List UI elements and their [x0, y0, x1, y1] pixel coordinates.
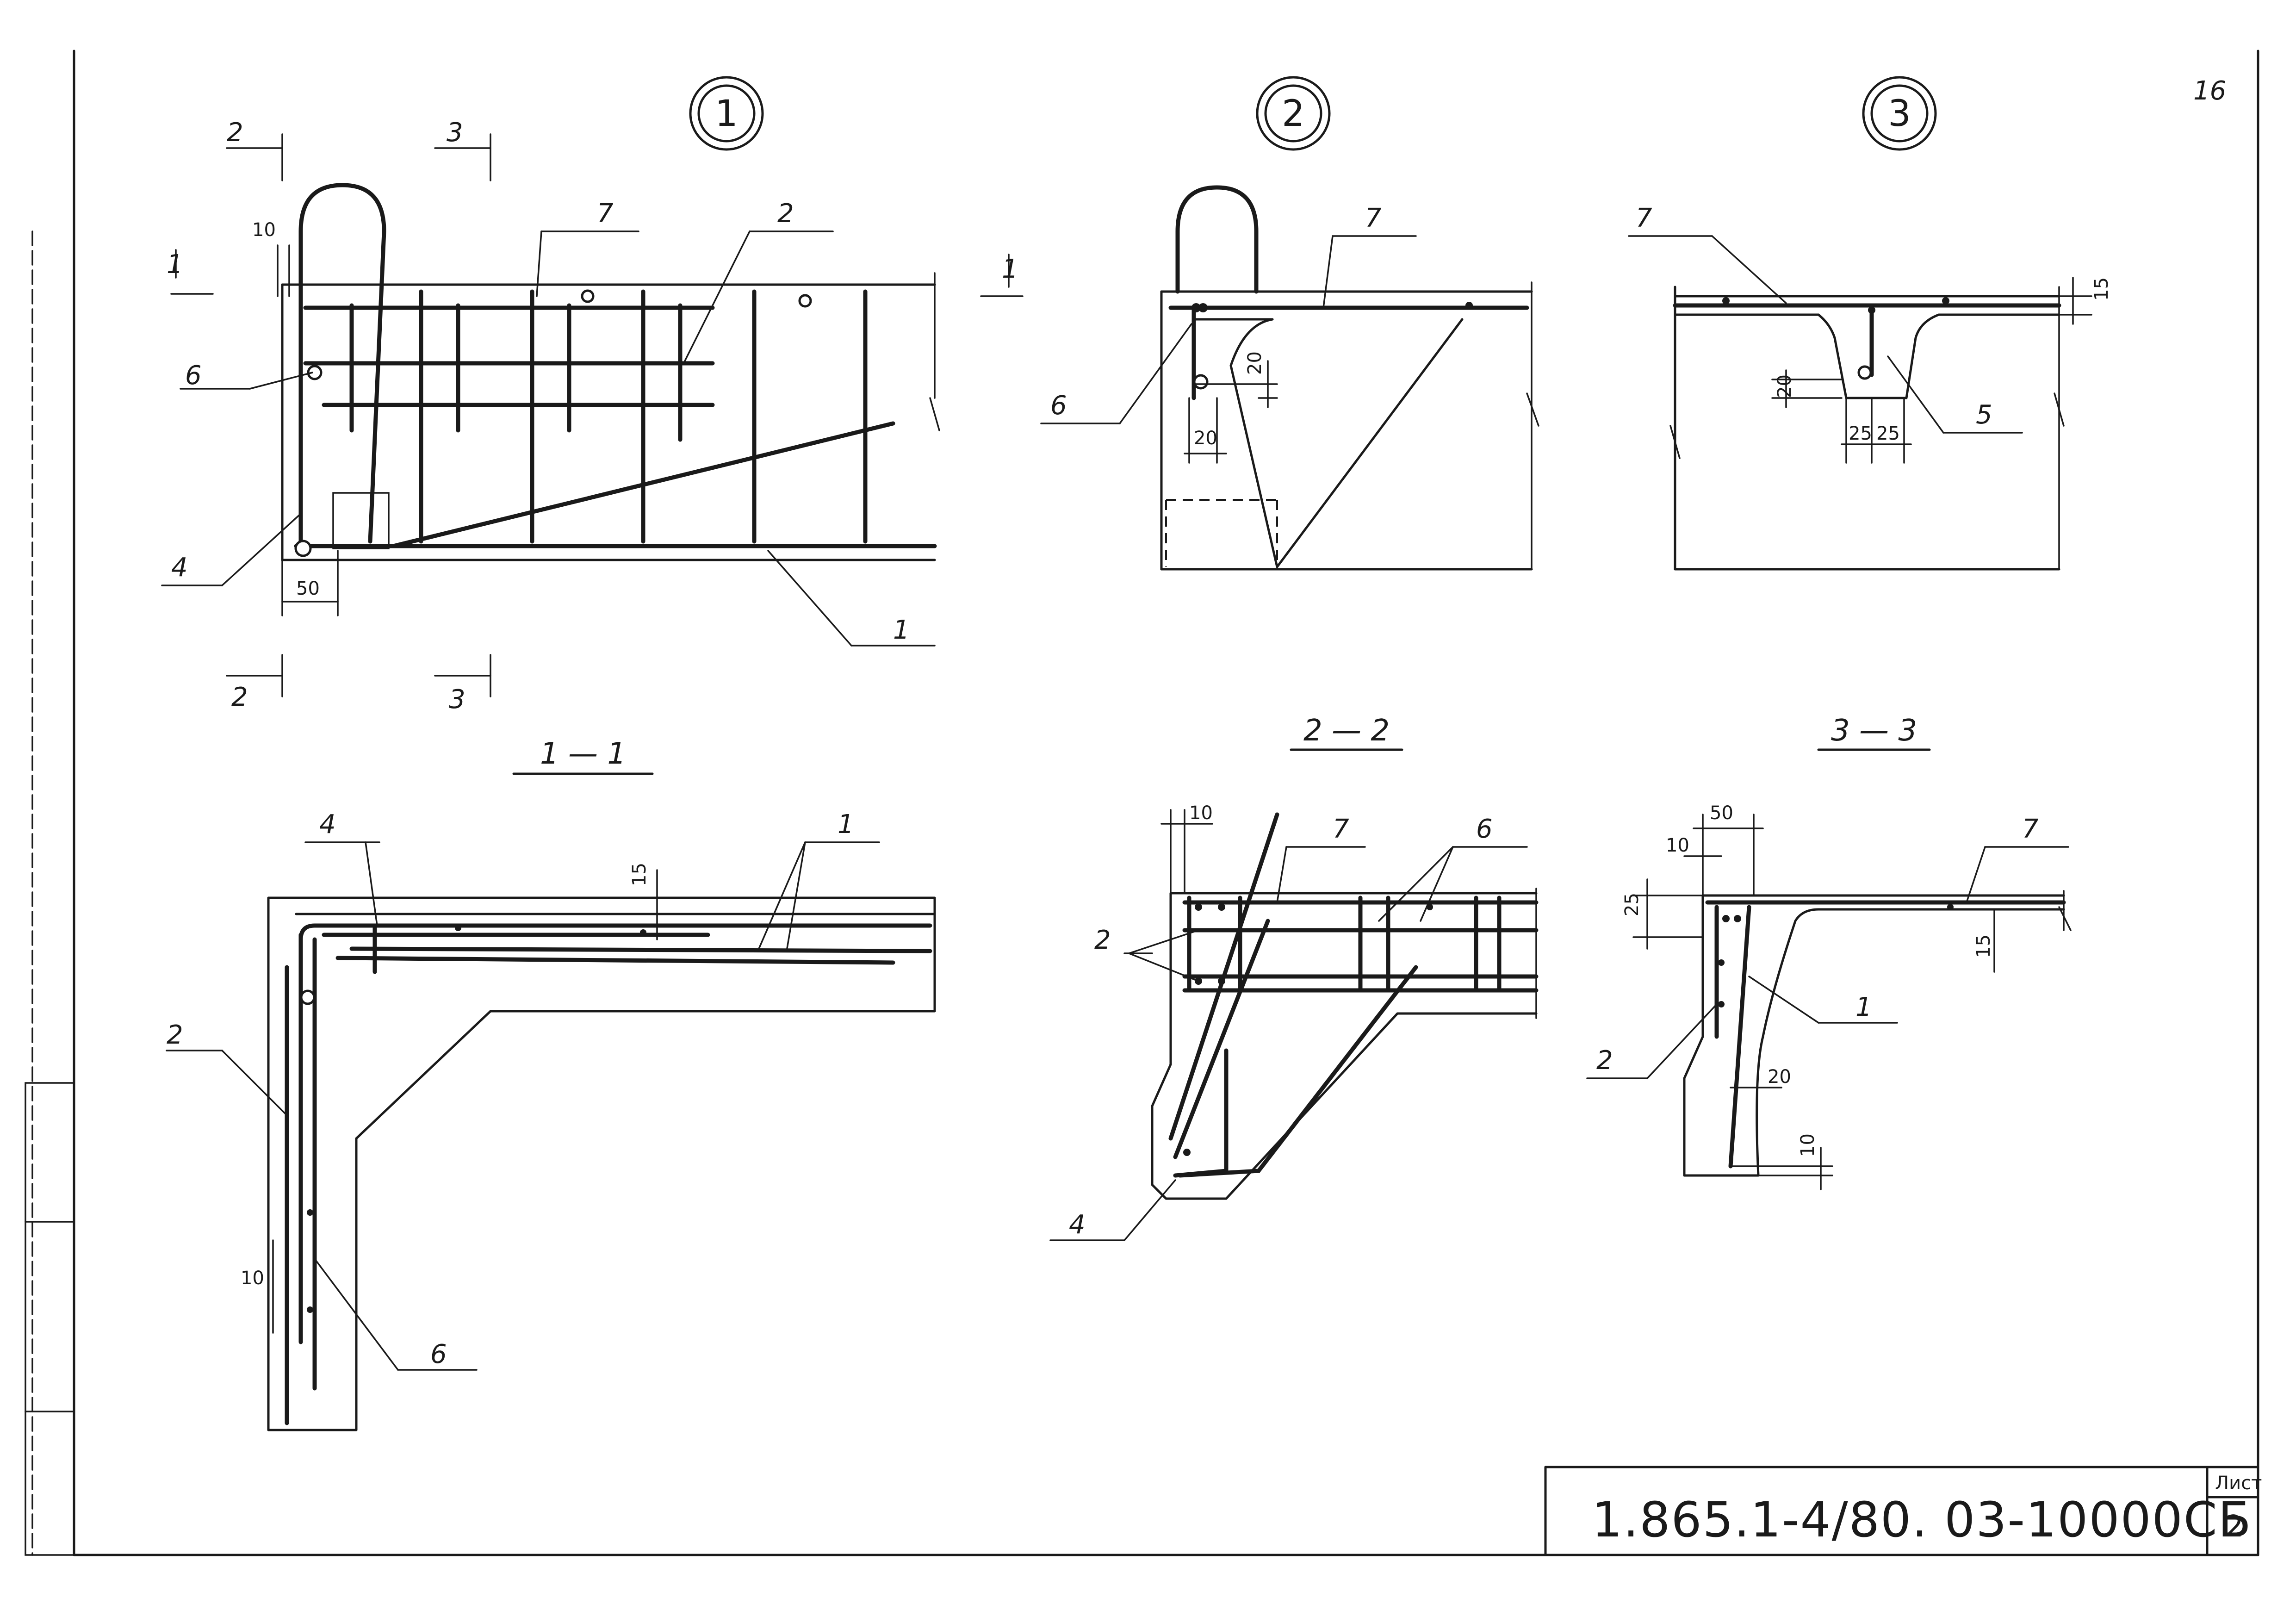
title-block: 1.865.1-4/80. 03-10000СБ Лист 2 — [1544, 1466, 2262, 1556]
view-1-outline — [281, 272, 940, 561]
drawing-frame: 16 — [25, 50, 2259, 1556]
view-2-rebar — [1168, 185, 1529, 400]
section-1-1-title: 1 — 1 — [540, 737, 626, 771]
view-1-pos-2: 2 — [777, 199, 794, 229]
section-3-3-title: 3 — 3 — [1831, 714, 1917, 748]
view-2-pos-6: 6 — [1050, 391, 1067, 421]
view-1-dim-10: 10 — [252, 219, 276, 241]
view-1-dimensions: 50 10 — [252, 219, 339, 616]
section-1-1-outline — [267, 896, 936, 1431]
section-2-2: 2 — 2 — [1049, 714, 1539, 1241]
view-3-dim-25-right: 25 — [1876, 423, 1900, 444]
document-code: 1.865.1-4/80. 03-10000СБ — [1592, 1492, 2252, 1548]
section-1-1-leaders: 4 1 2 6 — [166, 809, 880, 1371]
section-3-3-dim-15: 15 — [1973, 934, 1994, 958]
view-2-marker: 2 — [1256, 76, 1331, 151]
section-1-1-dimensions: 15 10 — [241, 863, 672, 1334]
cut-mark-2-bottom: 2 — [231, 682, 248, 712]
view-1-cut-lines: 2 3 2 3 1 1 — [167, 118, 1024, 715]
view-1-pos-1: 1 — [893, 615, 910, 645]
section-1-1-pos-6: 6 — [430, 1339, 447, 1369]
view-3-rebar — [1673, 297, 2061, 380]
section-3-3-outline — [1683, 890, 2072, 1177]
section-3-3-pos-7: 7 — [2022, 814, 2039, 844]
section-3-3-dim-20: 20 — [1768, 1066, 1791, 1088]
sheet-number: 2 — [2225, 1510, 2244, 1544]
view-2-dimensions: 20 20 — [1184, 351, 1278, 464]
section-1-1-pos-1: 1 — [838, 809, 854, 839]
view-2-leaders: 7 6 — [1040, 203, 1417, 424]
section-3-3-dim-10-bottom: 10 — [1797, 1133, 1818, 1157]
section-2-2-pos-2: 2 — [1094, 925, 1111, 955]
view-2-outline — [1160, 281, 1539, 571]
section-1-1-rebar — [285, 923, 932, 1425]
section-2-2-leaders: 7 6 2 4 — [1049, 814, 1528, 1241]
svg-text:2: 2 — [1282, 93, 1305, 135]
view-1-rebar-cage — [294, 183, 937, 557]
cut-mark-3-top: 3 — [447, 118, 463, 148]
section-3-3-dim-10-top: 10 — [1666, 835, 1689, 856]
section-2-2-dimensions: 10 — [1160, 802, 1213, 894]
view-1: 1 — [161, 76, 1024, 715]
view-2-dim-20-horizontal: 20 — [1194, 428, 1217, 449]
section-3-3-leaders: 7 1 2 — [1586, 814, 2069, 1079]
section-3-3-dimensions: 50 10 25 15 20 10 — [1621, 802, 1995, 1190]
view-3-leaders: 7 5 — [1628, 203, 2023, 434]
section-2-2-pos-7: 7 — [1333, 814, 1349, 844]
section-2-2-pos-6: 6 — [1476, 814, 1493, 844]
view-1-leaders: 7 2 6 4 1 — [161, 199, 936, 647]
section-3-3-dim-50: 50 — [1710, 802, 1733, 824]
section-3-3-pos-1: 1 — [1855, 992, 1872, 1022]
view-3-dim-25-left: 25 — [1849, 423, 1872, 444]
section-2-2-pos-4: 4 — [1069, 1210, 1086, 1240]
view-3-pos-7: 7 — [1636, 203, 1652, 233]
section-3-3-rebar — [1705, 900, 2066, 1169]
view-3-dim-15: 15 — [2091, 277, 2112, 301]
cut-mark-3-bottom: 3 — [449, 684, 465, 715]
section-1-1-pos-4: 4 — [319, 809, 336, 839]
section-3-3-dim-25: 25 — [1621, 893, 1643, 916]
section-3-3-pos-2: 2 — [1596, 1045, 1613, 1076]
section-1-1-pos-2: 2 — [167, 1020, 183, 1050]
svg-text:3: 3 — [1888, 93, 1911, 135]
view-3-marker: 3 — [1862, 76, 1937, 151]
svg-text:1: 1 — [715, 93, 738, 135]
section-2-2-rebar — [1168, 812, 1539, 1178]
view-1-pos-4: 4 — [171, 553, 188, 583]
view-1-pos-6: 6 — [185, 361, 202, 391]
view-3-dim-20: 20 — [1774, 374, 1795, 398]
section-1-1-dim-10: 10 — [241, 1268, 264, 1289]
view-3-pos-5: 5 — [1976, 400, 1992, 430]
section-1-1-dim-15: 15 — [629, 863, 650, 886]
cut-mark-1-right: 1 — [1002, 254, 1018, 284]
view-1-pos-7: 7 — [597, 199, 614, 229]
view-1-marker: 1 — [689, 76, 764, 151]
view-1-dim-50: 50 — [296, 578, 320, 599]
section-2-2-outline — [1151, 888, 1538, 1200]
section-2-2-title: 2 — 2 — [1303, 714, 1390, 748]
view-3-dimensions: 15 20 25 25 — [1771, 277, 2112, 464]
view-3-outline — [1669, 286, 2065, 571]
view-3: 3 7 5 — [1628, 76, 2112, 571]
section-1-1: 1 — 1 4 1 — [166, 737, 936, 1431]
section-3-3: 3 — 3 7 1 2 — [1586, 714, 2072, 1190]
sheet-corner-number: 16 — [2193, 76, 2226, 106]
cut-mark-2-top: 2 — [227, 118, 243, 148]
view-2-dim-20-vertical: 20 — [1244, 351, 1266, 375]
cut-mark-1-left: 1 — [167, 249, 183, 280]
view-2: 2 7 6 — [1040, 76, 1539, 571]
view-2-pos-7: 7 — [1365, 203, 1382, 233]
sheet-label: Лист — [2215, 1473, 2262, 1494]
section-2-2-dim-10: 10 — [1189, 802, 1213, 824]
